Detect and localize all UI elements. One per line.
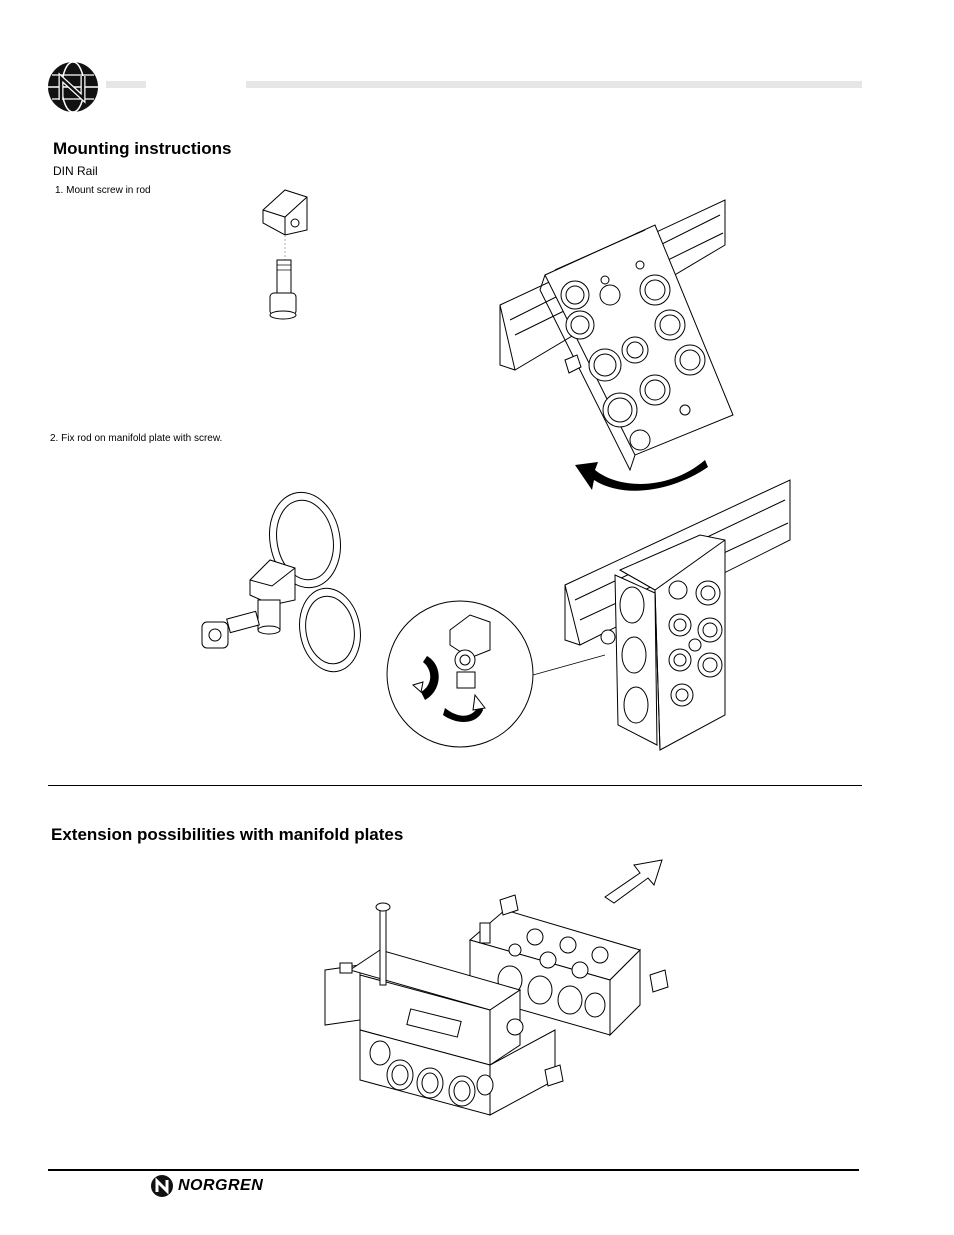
footer-brand-name: NORGREN xyxy=(178,1177,264,1194)
footer-brand: NORGREN xyxy=(150,1173,263,1199)
section-title-mounting: Mounting instructions xyxy=(53,139,232,158)
header-bar-short xyxy=(106,81,146,88)
section-subtitle-din-rail: DIN Rail xyxy=(53,164,98,178)
rod-with-seals-illustration xyxy=(201,491,361,673)
direction-arrow-icon xyxy=(604,859,663,904)
step-1-text: 1. Mount screw in rod xyxy=(55,185,151,196)
header-bar-long xyxy=(246,81,862,88)
footer-divider xyxy=(48,1169,859,1171)
section-title-extension: Extension possibilities with manifold pl… xyxy=(51,825,404,844)
section-divider xyxy=(48,785,862,786)
norgren-n-logo-icon xyxy=(151,1175,173,1197)
step-2-text: 2. Fix rod on manifold plate with screw. xyxy=(50,433,223,444)
extension-manifold-illustration xyxy=(324,894,669,1116)
manifold-on-rail-rotating-illustration xyxy=(499,199,734,472)
rotate-arrow-icon xyxy=(575,460,708,491)
norgren-globe-logo-icon xyxy=(48,61,98,113)
rod-screw-illustration xyxy=(262,189,308,320)
header-logo xyxy=(46,60,100,114)
detail-zoom-illustration xyxy=(386,600,606,748)
manifold-mounted-illustration xyxy=(564,479,791,751)
